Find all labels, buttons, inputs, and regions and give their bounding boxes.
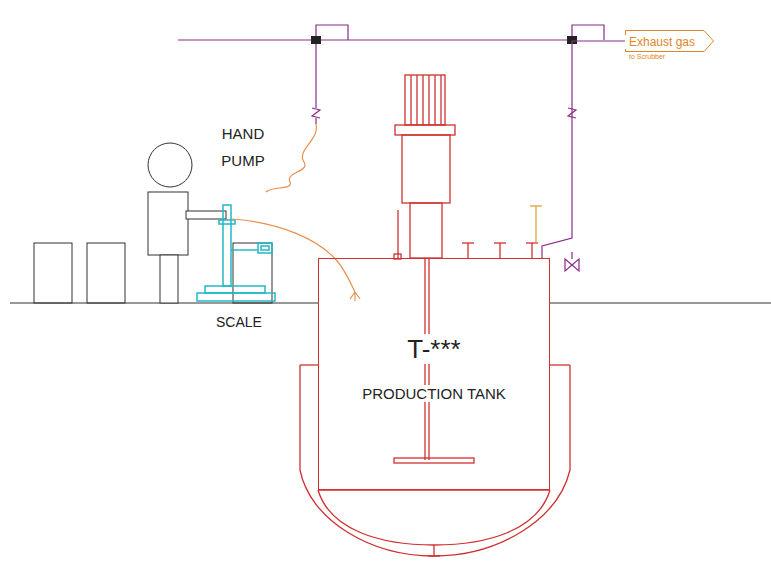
drum (87, 243, 125, 303)
operator-figure (148, 143, 226, 303)
exhaust-outlet: Exhaust gasto Scrubber (625, 30, 714, 52)
manual-valve (530, 206, 542, 243)
equipment-label: HAND PUMP (210, 120, 276, 174)
hose (266, 124, 316, 192)
outlet-arrow-shape (626, 31, 714, 52)
node-title: Exhaust gas (625, 35, 695, 49)
equipment-label: SCALE (200, 314, 278, 331)
drum (34, 243, 72, 303)
floor-line (550, 303, 771, 304)
vent-valve (565, 252, 579, 271)
node-subtitle: to Scrubber (625, 53, 665, 60)
node-subtitle: PRODUCTION TANK (359, 385, 509, 402)
pipe-tee (311, 36, 321, 44)
production-tank: T-*** PRODUCTION TANK (318, 258, 550, 490)
drum (233, 243, 272, 303)
hose (231, 219, 360, 301)
node-title: T-*** (404, 334, 463, 364)
tank-vessel (300, 75, 570, 556)
exhaust-header-pipe (178, 25, 604, 124)
vent-pipe (542, 41, 625, 258)
